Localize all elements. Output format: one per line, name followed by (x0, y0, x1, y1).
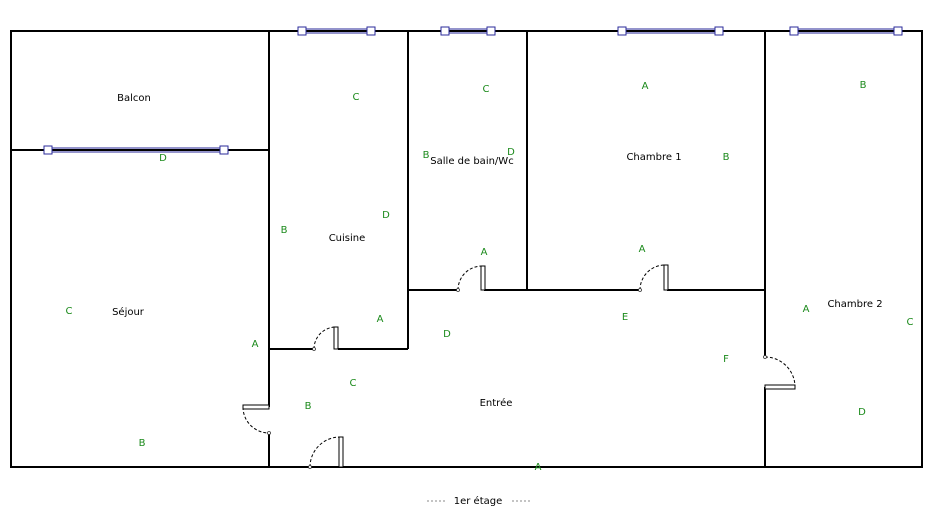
wall-letter: A (803, 304, 810, 315)
wall-letter: D (382, 210, 390, 221)
wall-letter: C (66, 306, 73, 317)
door-sejour (242, 404, 271, 435)
wall-letter: A (639, 244, 646, 255)
window-salle-de-bain (440, 26, 496, 36)
room-label-chambre1: Chambre 1 (626, 152, 681, 163)
window-chambre1 (617, 26, 724, 36)
wall-letter: A (377, 314, 384, 325)
wall-letter: A (535, 462, 542, 473)
room-labels: Balcon Séjour Cuisine Salle de bain/Wc C… (112, 93, 882, 409)
door-salle-de-bain (456, 265, 486, 292)
wall-letter: B (423, 150, 430, 161)
wall-letter: B (139, 438, 146, 449)
wall-letter: C (907, 317, 914, 328)
wall-letter: A (642, 81, 649, 92)
wall-letter: B (723, 152, 730, 163)
room-label-salle-de-bain: Salle de bain/Wc (430, 156, 513, 167)
wall-letter: C (483, 84, 490, 95)
wall-letter: C (350, 378, 357, 389)
door-chambre2 (763, 355, 796, 390)
door-chambre1 (638, 264, 669, 292)
room-label-balcon: Balcon (117, 93, 151, 104)
window-chambre2 (789, 26, 903, 36)
wall-letters: C D B A C B D A A B A B A C D D C A B D … (66, 80, 914, 473)
room-label-cuisine: Cuisine (329, 233, 366, 244)
wall-letter: B (281, 225, 288, 236)
window-cuisine (297, 26, 376, 36)
wall-letter: A (252, 339, 259, 350)
wall-letter: E (622, 312, 628, 323)
floor-label: 1er étage (454, 495, 503, 507)
wall-letter: B (305, 401, 312, 412)
door-entree (308, 436, 344, 469)
room-label-entree: Entrée (480, 397, 513, 409)
room-label-chambre2: Chambre 2 (827, 299, 882, 310)
wall-letter: B (860, 80, 867, 91)
door-cuisine (312, 326, 339, 351)
wall-letter: D (443, 329, 451, 340)
windows (43, 26, 903, 155)
wall-letter: D (507, 147, 515, 158)
wall-letter: C (353, 92, 360, 103)
doors (242, 264, 796, 469)
window-balcon-sejour (43, 145, 229, 155)
floor-caption: 1er étage (427, 495, 531, 507)
outer-wall (10, 30, 923, 468)
room-label-sejour: Séjour (112, 306, 145, 318)
wall-letter: A (481, 247, 488, 258)
wall-letter: D (858, 407, 866, 418)
wall-letter: F (723, 354, 729, 365)
wall-letter: D (159, 153, 167, 164)
